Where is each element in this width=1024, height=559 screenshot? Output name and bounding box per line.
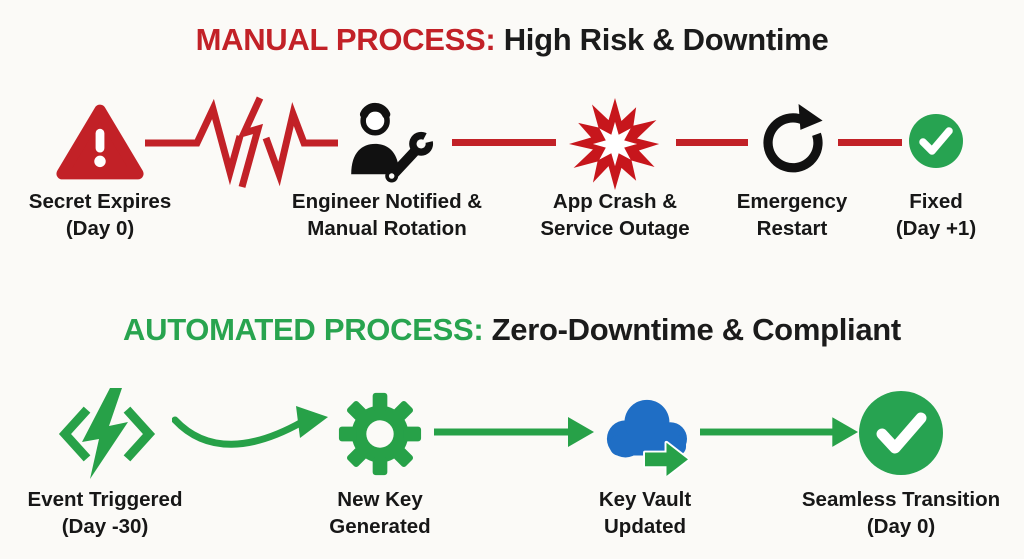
engineer-wrench-icon [351,102,434,183]
code-lightning-icon [58,388,156,479]
automated-process-title: AUTOMATED PROCESS: Zero-Downtime & Compl… [0,312,1024,348]
warning-triangle-icon [56,104,144,180]
gear-icon [338,392,422,476]
crash-burst-icon [569,98,660,190]
manual-title-highlight: MANUAL PROCESS: [195,22,496,57]
manual-connector-line-4 [838,139,902,146]
manual-step-label-4: Emergency Restart [736,190,848,240]
manual-connector-line-2 [452,139,556,146]
automated-title-rest: Zero-Downtime & Compliant [483,312,902,347]
automated-step-label-2: New Key Generated [329,488,431,538]
automated-step-label-4: Seamless Transition (Day 0) [801,488,1001,538]
straight-arrow [700,417,858,447]
check-circle-icon [909,114,963,168]
manual-step-label-5: Fixed (Day +1) [895,190,977,240]
automated-title-highlight: AUTOMATED PROCESS: [123,312,484,347]
check-circle-icon [859,391,943,475]
cloud-sync-icon [606,399,690,476]
automated-step-label-3: Key Vault Updated [598,488,692,538]
curved-arrow [172,406,328,448]
manual-step-label-2: Engineer Notified & Manual Rotation [291,190,483,240]
manual-step-label-1: Secret Expires (Day 0) [28,190,172,240]
restart-arrow-icon [763,104,823,173]
manual-step-label-3: App Crash & Service Outage [540,190,690,240]
straight-arrow [434,417,594,447]
manual-title-rest: High Risk & Downtime [495,22,829,57]
broken-jagged-line [145,96,338,188]
automated-step-label-1: Event Triggered (Day -30) [27,488,183,538]
manual-connector-line-3 [676,139,748,146]
manual-process-title: MANUAL PROCESS: High Risk & Downtime [0,22,1024,58]
